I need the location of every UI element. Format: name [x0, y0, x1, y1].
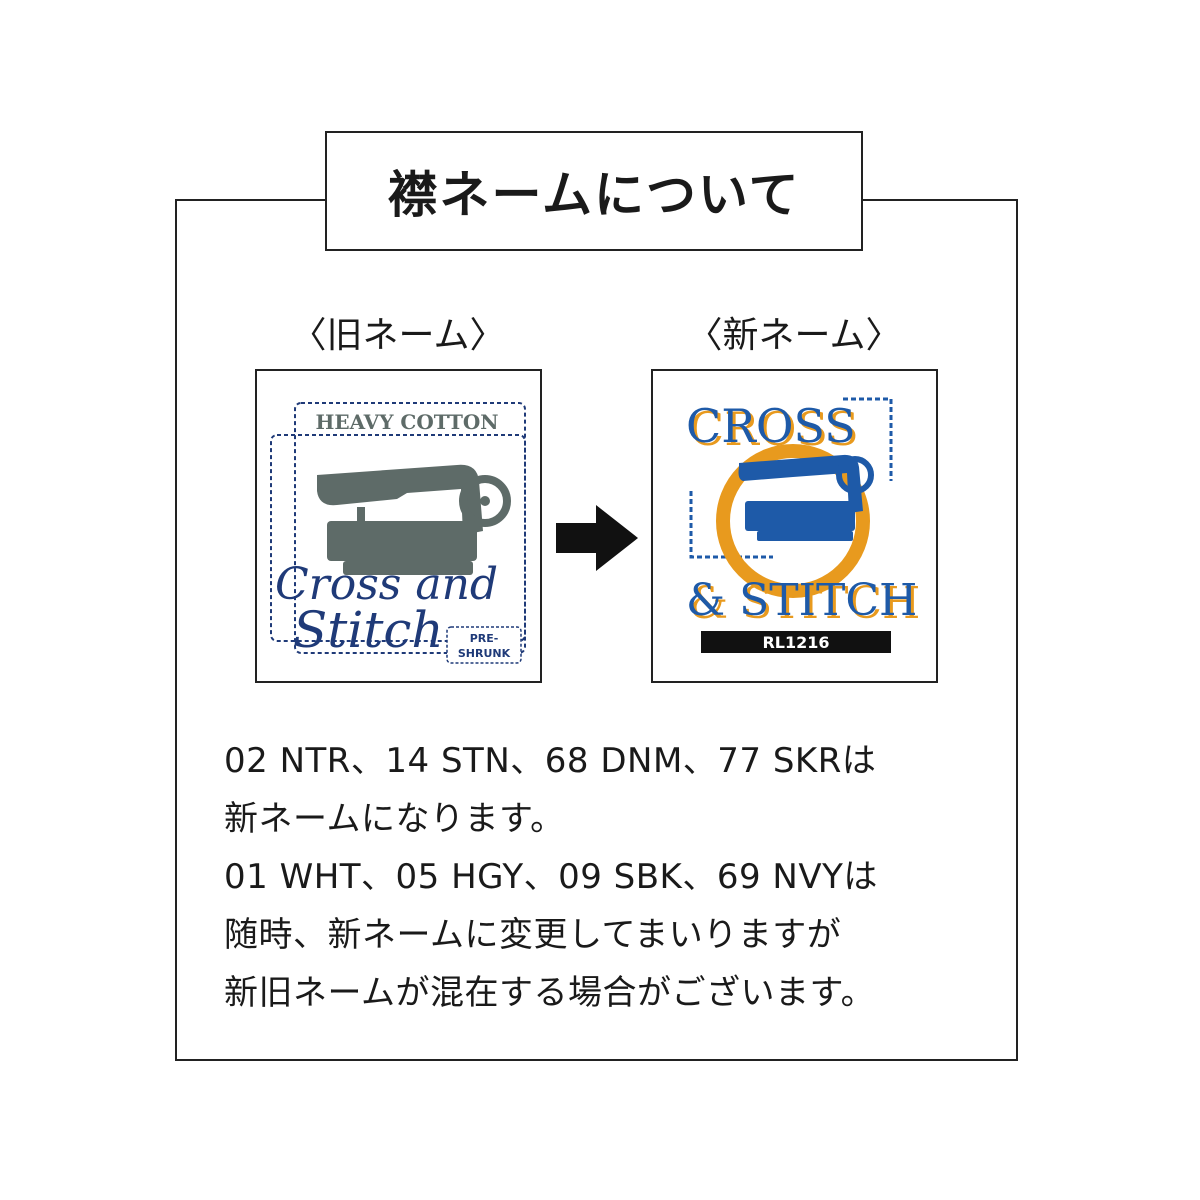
new-tag-orange-ring [716, 444, 870, 598]
page-title: 襟ネームについて [387, 166, 801, 224]
new-tag-label: 〈新ネーム〉 [686, 315, 902, 356]
old-tag-label: 〈旧ネーム〉 [290, 315, 506, 356]
right-arrow-icon [556, 505, 638, 571]
new-tag-line2-shadow: & STITCH [689, 578, 920, 629]
old-tag-script-line1: Cross and [275, 559, 498, 610]
old-tag-artwork: HEAVY COTTON PRE- SHRUNK Cross and Stitc… [270, 402, 526, 664]
old-tag-dashed-frame-inner [270, 434, 526, 642]
description-line: 新旧ネームが混在する場合がございます。 [224, 973, 876, 1013]
new-tag-image: CROSS CROSS & STITCH & STITCH RL1216 [651, 369, 938, 683]
title-box: 襟ネームについて [325, 131, 863, 251]
new-tag-dashed-frame-top [843, 397, 893, 481]
description-line: 01 WHT、05 HGY、09 SBK、69 NVYは [224, 857, 878, 897]
description-line: 新ネームになります。 [224, 799, 565, 839]
description-line: 02 NTR、14 STN、68 DNM、77 SKRは [224, 741, 877, 781]
new-tag-line1: CROSS [686, 399, 856, 453]
description-line: 随時、新ネームに変更してまいりますが [224, 915, 842, 955]
old-tag-badge-line1: PRE- [470, 632, 499, 645]
new-tag-code: RL1216 [762, 633, 829, 652]
new-tag-dashed-frame-left [689, 491, 773, 559]
old-tag-badge [446, 626, 522, 664]
old-tag-image: HEAVY COTTON PRE- SHRUNK Cross and Stitc… [255, 369, 542, 683]
sewing-machine-icon [738, 454, 874, 541]
new-tag-artwork: CROSS CROSS & STITCH & STITCH RL1216 [686, 397, 920, 653]
new-tag-line1-shadow: CROSS [689, 402, 859, 456]
description-text: 02 NTR、14 STN、68 DNM、77 SKRは 新ネームになります。 … [224, 732, 1004, 1022]
old-tag-script-line2: Stitch [293, 601, 444, 659]
new-tag-line2: & STITCH [686, 575, 917, 626]
sewing-machine-icon [317, 464, 511, 575]
old-tag-header-text: HEAVY COTTON [315, 410, 498, 434]
new-tag-code-bar [701, 631, 891, 653]
old-tag-badge-line2: SHRUNK [458, 647, 511, 660]
